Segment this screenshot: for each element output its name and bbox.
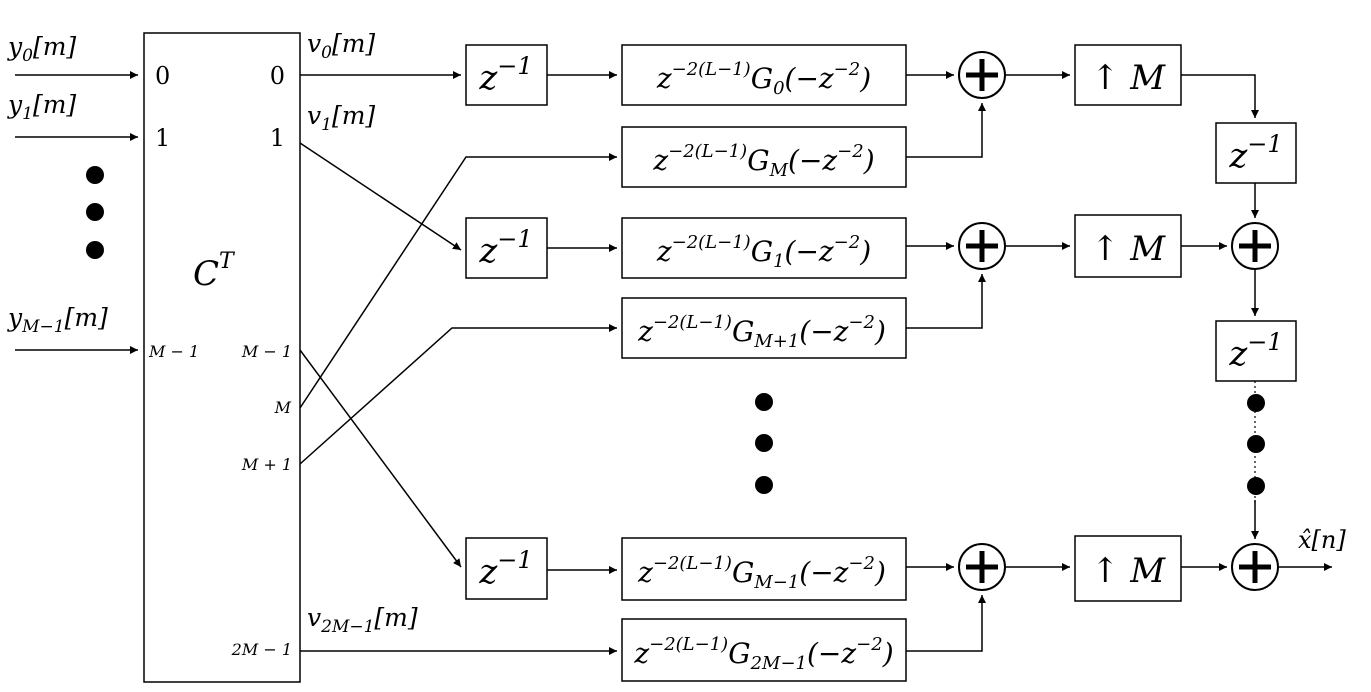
out-port-1: 1 xyxy=(270,124,285,152)
wire xyxy=(906,103,986,158)
filter-label-GM: z−2(L−1)GM(−z−2) xyxy=(652,141,874,181)
upsampler-label: ↑ M xyxy=(1091,551,1166,591)
ellipsis-dot xyxy=(86,203,104,221)
delay-label: z−1 xyxy=(478,52,532,98)
out-port-0: 0 xyxy=(270,62,285,90)
input-label-yM1: yM−1[m] xyxy=(7,303,108,337)
wire-vM xyxy=(299,153,617,409)
filter-label-GM+1: z−2(L−1)GM+1(−z−2) xyxy=(637,312,886,352)
out-port-M-1: M − 1 xyxy=(241,342,292,361)
delay-label: z−1 xyxy=(478,225,532,271)
ellipsis-dot xyxy=(86,166,104,184)
output-label: x̂[n] xyxy=(1298,526,1346,554)
ellipsis-dot xyxy=(1247,477,1265,495)
filter-label-GM-1: z−2(L−1)GM−1(−z−2) xyxy=(637,553,886,593)
transform-label: CT xyxy=(193,249,236,294)
filter-block-G1 xyxy=(621,217,907,279)
delay-label: z−1 xyxy=(478,546,532,592)
ellipsis-dot xyxy=(1247,394,1265,412)
filter-block-G2M-1 xyxy=(621,618,907,682)
signal-label-v1: v1[m] xyxy=(307,101,375,135)
wire xyxy=(906,274,986,329)
wire-vM-1 xyxy=(299,349,462,568)
in-port-1: 1 xyxy=(155,124,170,152)
chain-delay-label: z−1 xyxy=(1228,130,1282,176)
input-label-y0: y0[m] xyxy=(7,32,76,66)
out-port-M+1: M + 1 xyxy=(241,455,292,474)
delay-block xyxy=(465,537,548,600)
wire-vM+1 xyxy=(299,324,617,465)
transform-block xyxy=(143,32,301,683)
ellipsis-dot xyxy=(755,476,773,494)
out-port-2M-1: 2M − 1 xyxy=(231,640,292,659)
wire xyxy=(906,595,986,652)
filter-block-GM-1 xyxy=(621,537,907,601)
ellipsis-dot xyxy=(86,241,104,259)
signal-label-v0: v0[m] xyxy=(307,29,375,63)
ellipsis-dot xyxy=(755,434,773,452)
upsampler-label: ↑ M xyxy=(1091,58,1166,98)
ellipsis-dot xyxy=(1247,435,1265,453)
in-port-M-1: M − 1 xyxy=(148,342,199,361)
chain-delay-block xyxy=(1215,320,1297,382)
filter-label-G0: z−2(L−1)G0(−z−2) xyxy=(656,59,871,99)
upsampler-block xyxy=(1074,535,1182,602)
out-port-M: M xyxy=(274,398,292,417)
adder-1 xyxy=(958,51,1006,99)
input-label-y1: y1[m] xyxy=(7,90,76,124)
in-port-0: 0 xyxy=(155,62,170,90)
adder-4 xyxy=(1231,222,1279,270)
filter-label-G1: z−2(L−1)G1(−z−2) xyxy=(656,232,871,272)
filter-label-G2M-1: z−2(L−1)G2M−1(−z−2) xyxy=(633,634,893,674)
adder-2 xyxy=(958,222,1006,270)
ellipsis-dot xyxy=(755,393,773,411)
signal-label-v2M1: v2M−1[m] xyxy=(307,603,418,637)
upsampler-label: ↑ M xyxy=(1091,229,1166,269)
adder-3 xyxy=(958,543,1006,591)
wire xyxy=(1181,74,1259,118)
chain-delay-label: z−1 xyxy=(1228,328,1282,374)
adder-5 xyxy=(1231,543,1279,591)
wire-v1 xyxy=(299,142,462,251)
chain-delay-block xyxy=(1215,122,1297,184)
